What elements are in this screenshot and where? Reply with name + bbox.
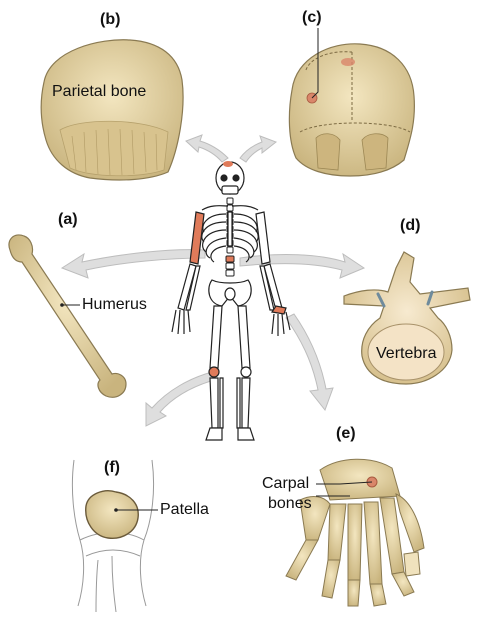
arrow-to-parietal (185, 134, 229, 163)
arrow-to-hand (285, 313, 334, 412)
carpal-bones-label-line1: Carpal (262, 475, 310, 492)
panel-label-b: (b) (100, 11, 121, 28)
vertebra-label: Vertebra (376, 345, 437, 362)
pointer-line-c (311, 28, 319, 99)
pointer-line-carpal-3 (339, 481, 373, 485)
panel-label-d: (d) (400, 217, 421, 234)
carpal-bones-label-line2: bones (268, 495, 312, 512)
panel-label-c: (c) (302, 9, 322, 26)
panel-label-f: (f) (104, 459, 120, 476)
panel-label-e: (e) (336, 425, 356, 442)
arrow-to-vertebra (239, 252, 366, 279)
patella-label: Patella (160, 501, 209, 518)
parietal-bone-illustration (40, 39, 184, 181)
parietal-bone-label: Parietal bone (52, 83, 147, 100)
arrow-to-humerus (60, 249, 206, 279)
arrow-to-patella (145, 371, 215, 427)
skeleton-figure (171, 161, 291, 441)
panel-label-a: (a) (58, 211, 78, 228)
arrow-to-skull (239, 135, 278, 163)
patella-illustration (85, 490, 158, 539)
knee-illustration (71, 459, 155, 613)
skull-illustration (288, 28, 415, 177)
humerus-illustration (8, 234, 127, 398)
hand-illustration (285, 458, 425, 607)
humerus-label: Humerus (82, 296, 147, 313)
vertebra-illustration (343, 251, 471, 385)
pointer-arrows (60, 134, 366, 427)
